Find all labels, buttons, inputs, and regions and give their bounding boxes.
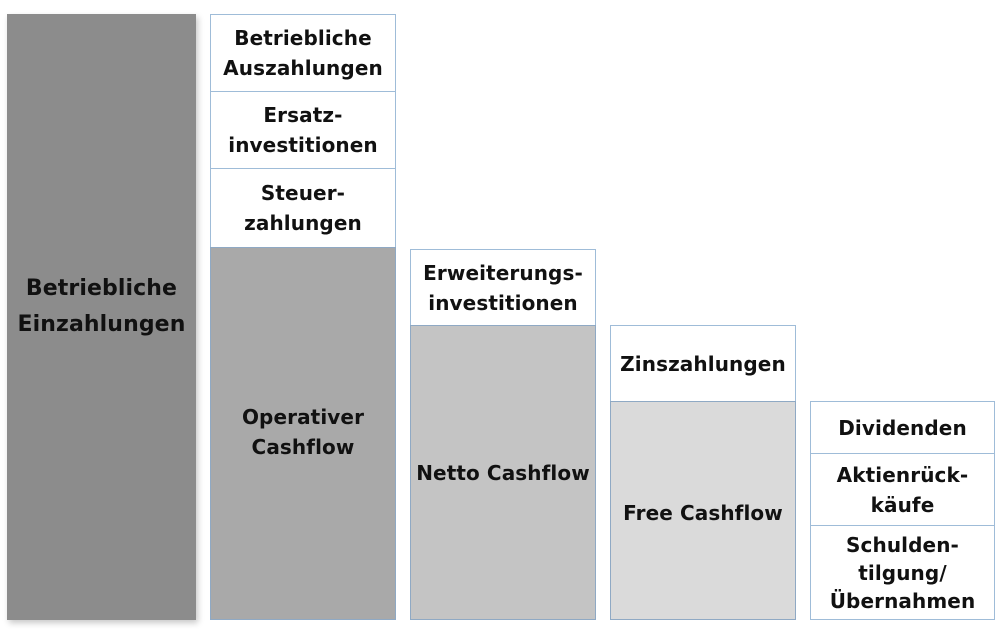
operativer-cashflow-label: Operativer Cashflow <box>241 404 365 459</box>
ersatzinvestitionen-block: Ersatz- investitionen <box>210 91 396 169</box>
erweiterungsinvestitionen-block: Erweiterungs- investitionen <box>410 249 596 326</box>
schuldentilgung-block: Schulden- tilgung/ Übernahmen <box>810 525 995 620</box>
netto-cashflow-label: Netto Cashflow <box>416 460 590 485</box>
betriebliche-auszahlungen-label: Betriebliche Auszahlungen <box>223 26 383 80</box>
erweiterungsinvestitionen-label: Erweiterungs- investitionen <box>423 260 583 315</box>
steuerzahlungen-label: Steuer- zahlungen <box>244 181 362 235</box>
steuerzahlungen-block: Steuer- zahlungen <box>210 168 396 248</box>
zinszahlungen-label: Zinszahlungen <box>620 351 786 376</box>
zinszahlungen-block: Zinszahlungen <box>610 325 796 402</box>
netto-cashflow-block: Netto Cashflow <box>410 325 596 620</box>
operativer-cashflow-block: Operativer Cashflow <box>210 247 396 620</box>
aktienrueckkaeufe-label: Aktienrück- käufe <box>836 462 969 517</box>
aktienrueckkaeufe-block: Aktienrück- käufe <box>810 453 995 526</box>
schuldentilgung-label: Schulden- tilgung/ Übernahmen <box>829 532 976 613</box>
free-cashflow-block: Free Cashflow <box>610 401 796 620</box>
dividenden-block: Dividenden <box>810 401 995 454</box>
betriebliche-auszahlungen-block: Betriebliche Auszahlungen <box>210 14 396 92</box>
dividenden-label: Dividenden <box>838 415 967 440</box>
betriebliche-einzahlungen-block: Betriebliche Einzahlungen <box>7 14 196 620</box>
betriebliche-einzahlungen-label: Betriebliche Einzahlungen <box>17 276 186 337</box>
free-cashflow-label: Free Cashflow <box>623 500 783 525</box>
ersatzinvestitionen-label: Ersatz- investitionen <box>228 103 378 157</box>
